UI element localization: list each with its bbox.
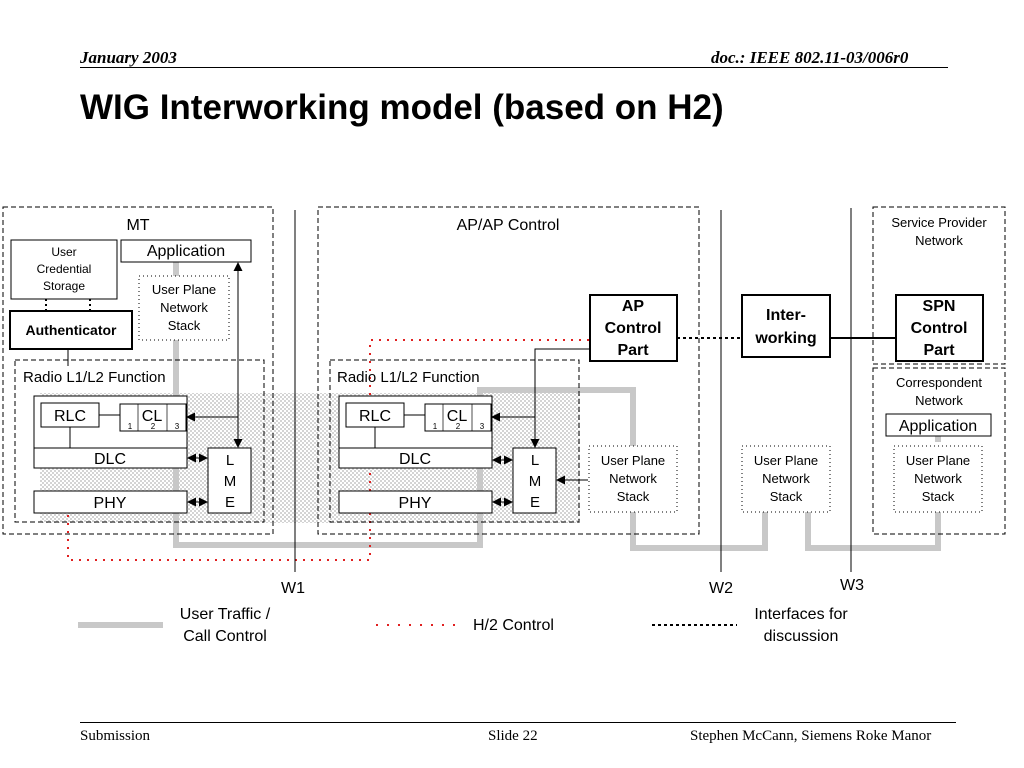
- mt-user-plane-box: [138, 275, 230, 341]
- mt-cl-num-2: 2: [151, 422, 156, 431]
- interworking-box: [741, 294, 831, 358]
- header-doc: doc.: IEEE 802.11-03/006r0: [711, 48, 909, 67]
- ap-rlc-label: RLC: [359, 408, 391, 425]
- mt-lme-e: E: [225, 494, 235, 511]
- mt-phy-label: PHY: [94, 495, 127, 512]
- interworking-user-plane-line3: Stack: [770, 489, 803, 504]
- correspondent-box: [872, 367, 1006, 535]
- mt-lme-m: M: [224, 473, 237, 490]
- ap-lme-m: M: [529, 473, 542, 490]
- spn-control-line1: SPN: [923, 298, 956, 315]
- ap-user-plane-box: [588, 445, 678, 513]
- ap-cl-label: CL: [447, 408, 468, 425]
- page-title: WIG Interworking model (based on H2): [80, 88, 724, 127]
- interworking-user-plane-line1: User Plane: [754, 453, 818, 468]
- footer-slide-number: Slide 22: [488, 728, 538, 744]
- ap-user-plane-line3: Stack: [617, 489, 650, 504]
- legend-traffic-line2: Call Control: [183, 628, 267, 645]
- h2-control-path: [67, 339, 590, 561]
- interworking-user-plane-line2: Network: [762, 471, 810, 486]
- interworking-line2: working: [754, 330, 816, 347]
- mt-dlc-label: DLC: [94, 451, 126, 468]
- ap-user-plane-line2: Network: [609, 471, 657, 486]
- footer-submission: Submission: [80, 728, 151, 744]
- footer-rule: [80, 722, 956, 723]
- ap-control-box: [589, 294, 678, 362]
- correspondent-label-line1: Correspondent: [896, 375, 982, 390]
- correspondent-user-plane-line3: Stack: [922, 489, 955, 504]
- ap-label: AP/AP Control: [457, 217, 560, 234]
- mt-cl-num-3: 3: [175, 422, 180, 431]
- ap-box: [317, 206, 700, 535]
- mt-label: MT: [126, 217, 149, 234]
- spn-label-line1: Service Provider: [891, 215, 987, 230]
- mt-lme-l: L: [226, 452, 234, 469]
- authenticator-box: [9, 310, 133, 350]
- correspondent-user-plane-box: [893, 445, 983, 513]
- spn-control-box: [895, 294, 984, 362]
- correspondent-application-label: Application: [899, 418, 977, 435]
- mt-cl-num-1: 1: [128, 422, 133, 431]
- mt-lme-box: [207, 447, 252, 514]
- correspondent-application-box: [885, 413, 992, 437]
- spn-control-line3: Part: [923, 342, 955, 359]
- mt-radio-box: [14, 359, 265, 523]
- legend-interfaces-line1: Interfaces for: [754, 606, 848, 623]
- mt-radio-label: Radio L1/L2 Function: [23, 369, 166, 386]
- header-date: January 2003: [80, 48, 177, 67]
- interworking-user-plane-box: [741, 445, 831, 513]
- legend-interfaces-line2: discussion: [764, 628, 839, 645]
- user-credential-storage-line3: Storage: [43, 279, 85, 293]
- w2-label: W2: [709, 580, 733, 597]
- ap-user-plane-line1: User Plane: [601, 453, 665, 468]
- mt-user-plane-line1: User Plane: [152, 282, 216, 297]
- mt-application-label: Application: [147, 243, 225, 260]
- mt-user-plane-line2: Network: [160, 300, 208, 315]
- user-credential-storage-box: [10, 239, 118, 300]
- ap-control-line2: Control: [605, 320, 662, 337]
- mt-user-plane-line3: Stack: [168, 318, 201, 333]
- ap-radio-label: Radio L1/L2 Function: [337, 369, 480, 386]
- mt-cl-label: CL: [142, 408, 163, 425]
- footer-author: Stephen McCann, Siemens Roke Manor: [690, 728, 932, 744]
- spn-label-line2: Network: [915, 233, 963, 248]
- ap-cl-num-1: 1: [433, 422, 438, 431]
- ap-control-lme-arrow: [530, 348, 590, 448]
- ap-lme-box: [512, 447, 557, 514]
- ap-control-line1: AP: [622, 298, 645, 315]
- spn-control-line2: Control: [911, 320, 968, 337]
- w1-label: W1: [281, 580, 305, 597]
- correspondent-user-plane-line2: Network: [914, 471, 962, 486]
- mt-cl-box: [119, 403, 187, 432]
- interworking-line1: Inter-: [766, 307, 806, 324]
- authenticator-label: Authenticator: [26, 322, 118, 338]
- legend-traffic-line1: User Traffic /: [180, 606, 271, 623]
- ap-control-line3: Part: [617, 342, 649, 359]
- user-credential-storage-line1: User: [51, 245, 76, 259]
- user-credential-storage-line2: Credential: [37, 262, 92, 276]
- correspondent-label-line2: Network: [915, 393, 963, 408]
- legend-h2-label: H/2 Control: [473, 617, 554, 634]
- mt-application-box: [120, 239, 252, 263]
- ap-radio-box: [329, 359, 580, 523]
- mt-rlc-label: RLC: [54, 408, 86, 425]
- spn-box: [872, 206, 1006, 365]
- ap-cl-num-3: 3: [480, 422, 485, 431]
- mt-rlc-box: [40, 402, 100, 428]
- ap-phy-label: PHY: [399, 495, 432, 512]
- ap-lme-e: E: [530, 494, 540, 511]
- ap-cl-num-2: 2: [456, 422, 461, 431]
- ap-dlc-label: DLC: [399, 451, 431, 468]
- ap-lme-l: L: [531, 452, 539, 469]
- correspondent-user-plane-line1: User Plane: [906, 453, 970, 468]
- header-rule: [80, 67, 948, 68]
- mt-box: [2, 206, 274, 535]
- w3-label: W3: [840, 577, 864, 594]
